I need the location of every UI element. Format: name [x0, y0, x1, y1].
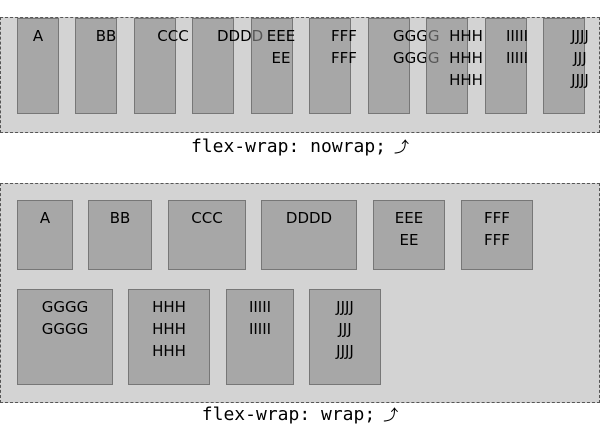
flex-item-g: GGGG GGGG — [368, 18, 440, 114]
flex-item-b: BB — [75, 18, 117, 114]
flex-item-f: FFF FFF — [461, 200, 533, 270]
flex-item-c: CCC — [168, 200, 246, 270]
nowrap-caption-text: flex-wrap: nowrap; — [190, 136, 387, 157]
wrap-caption-text: flex-wrap: wrap; — [201, 404, 376, 425]
flex-item-d: DDDD — [192, 18, 263, 114]
flex-item-g: GGGG GGGG — [17, 289, 113, 385]
flex-item-c: CCC — [134, 18, 189, 114]
flex-item-i: IIIII IIIII — [485, 18, 528, 114]
flex-item-e: EEE EE — [373, 200, 445, 270]
flex-item-h: HHH HHH HHH — [426, 18, 483, 114]
flex-item-j: JJJJ JJJ JJJJ — [543, 18, 589, 114]
curved-arrow-icon: ⤴ — [383, 406, 399, 424]
flex-item-f: FFF FFF — [309, 18, 357, 114]
wrap-caption: flex-wrap: wrap; ⤴ — [0, 404, 600, 425]
curved-arrow-icon: ⤴ — [394, 138, 410, 156]
nowrap-caption: flex-wrap: nowrap; ⤴ — [0, 136, 600, 157]
flex-item-i: IIIII IIIII — [226, 289, 294, 385]
flex-item-h: HHH HHH HHH — [128, 289, 210, 385]
flex-item-a: A — [17, 200, 73, 270]
nowrap-container: A BB CCC DDDD EEE EE FFF FFF GGGG GGGG H… — [0, 17, 600, 133]
flex-item-d: DDDD — [261, 200, 357, 270]
flex-item-j: JJJJ JJJ JJJJ — [309, 289, 381, 385]
flex-item-e: EEE EE — [251, 18, 295, 114]
flex-item-a: A — [17, 18, 59, 114]
wrap-container: A BB CCC DDDD EEE EE FFF FFF GGGG GGGG H… — [0, 183, 600, 403]
flex-item-b: BB — [88, 200, 152, 270]
